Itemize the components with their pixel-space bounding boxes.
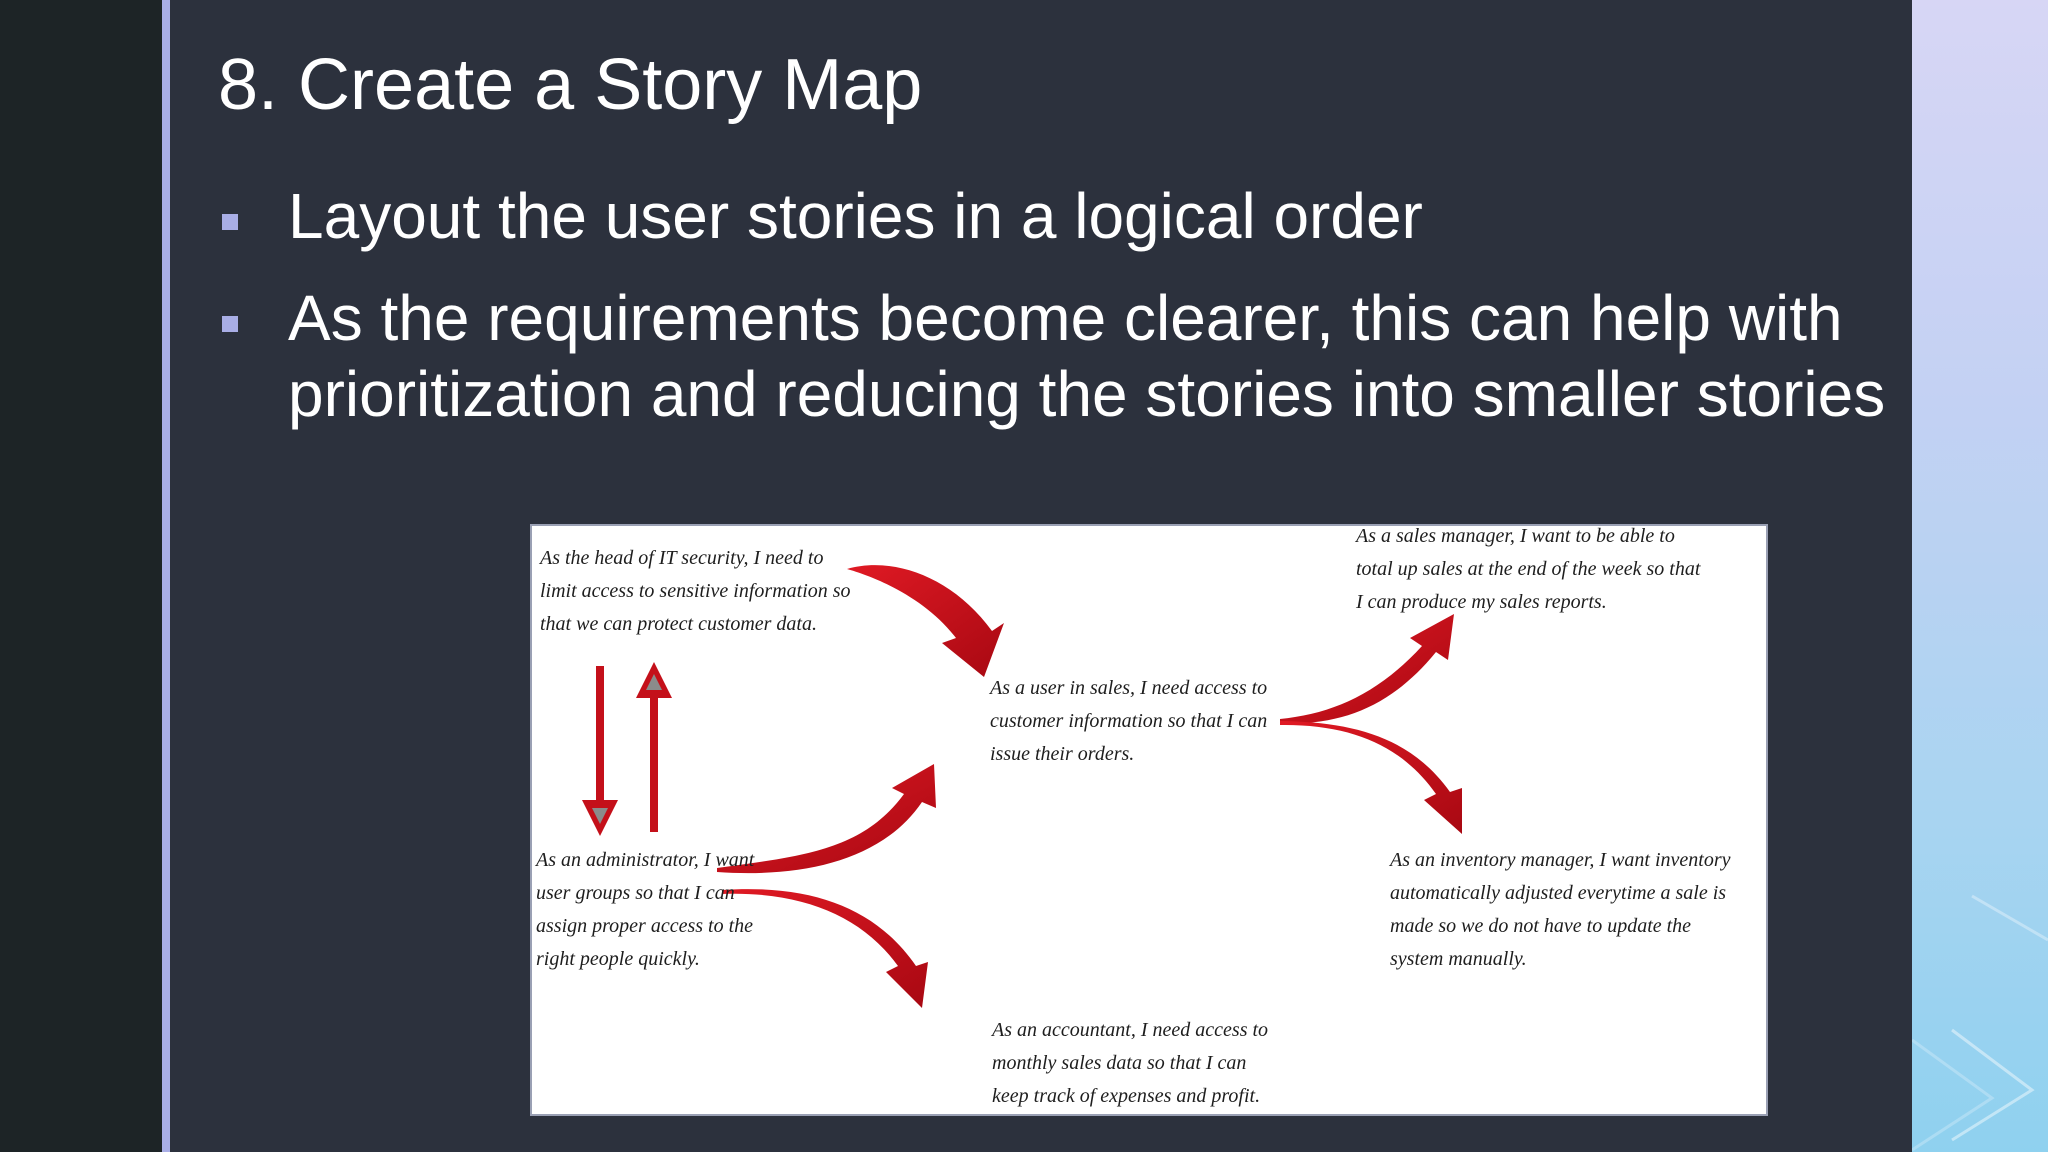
story-line: As an inventory manager, I want inventor… (1390, 849, 1731, 871)
story-security-head: As the head of IT security, I need to li… (540, 542, 851, 641)
story-line: total up sales at the end of the week so… (1356, 558, 1701, 580)
bullet-text: As the requirements become clearer, this… (288, 282, 1886, 430)
arrow-sales-to-manager (1280, 614, 1454, 724)
slide-title: 8. Create a Story Map (218, 45, 923, 125)
story-line: issue their orders. (990, 743, 1135, 765)
story-line: customer information so that I can (990, 710, 1268, 732)
story-line: As a sales manager, I want to be able to (1356, 525, 1675, 547)
story-line: right people quickly. (536, 948, 700, 970)
accent-bar (162, 0, 170, 1152)
bullet-item: As the requirements become clearer, this… (220, 280, 1900, 432)
bullet-item: Layout the user stories in a logical ord… (220, 178, 1900, 254)
arrow-admin-to-accountant (722, 889, 928, 1008)
arrow-security-to-sales (847, 565, 1004, 677)
story-line: assign proper access to the (536, 915, 754, 937)
decorative-chevrons (1912, 894, 2048, 1152)
square-bullet-icon (222, 316, 238, 332)
story-map-arrows (582, 565, 1462, 1008)
story-administrator: As an administrator, I want user groups … (536, 844, 754, 976)
story-line: user groups so that I can (536, 882, 735, 904)
story-sales-user: As a user in sales, I need access to cus… (990, 672, 1267, 771)
story-sales-manager: As a sales manager, I want to be able to… (1356, 525, 1701, 619)
arrow-sales-to-inventory (1280, 721, 1462, 834)
story-line: that we can protect customer data. (540, 613, 817, 635)
arrow-admin-to-sales (717, 764, 936, 874)
bullet-list: Layout the user stories in a logical ord… (220, 178, 1900, 458)
decorative-gradient-panel (1912, 0, 2048, 1152)
story-map-image: As the head of IT security, I need to li… (530, 524, 1768, 1116)
story-line: keep track of expenses and profit. (992, 1085, 1261, 1107)
story-line: As an accountant, I need access to (992, 1019, 1269, 1041)
story-line: monthly sales data so that I can (992, 1052, 1247, 1074)
bullet-text: Layout the user stories in a logical ord… (288, 180, 1423, 252)
story-line: limit access to sensitive information so (540, 580, 851, 602)
story-accountant: As an accountant, I need access to month… (992, 1014, 1268, 1113)
story-line: I can produce my sales reports. (1356, 591, 1607, 613)
story-line: system manually. (1390, 948, 1527, 970)
story-line: automatically adjusted everytime a sale … (1390, 882, 1727, 904)
square-bullet-icon (222, 214, 238, 230)
slide: 8. Create a Story Map Layout the user st… (170, 0, 1912, 1152)
arrow-down (582, 666, 618, 836)
story-line: As a user in sales, I need access to (990, 677, 1268, 699)
story-line: As an administrator, I want (536, 849, 755, 871)
story-line: made so we do not have to update the (1390, 915, 1692, 937)
story-line: As the head of IT security, I need to (540, 547, 824, 569)
left-dark-strip (0, 0, 162, 1152)
story-inventory-manager: As an inventory manager, I want inventor… (1390, 844, 1731, 976)
arrow-up (636, 662, 672, 832)
